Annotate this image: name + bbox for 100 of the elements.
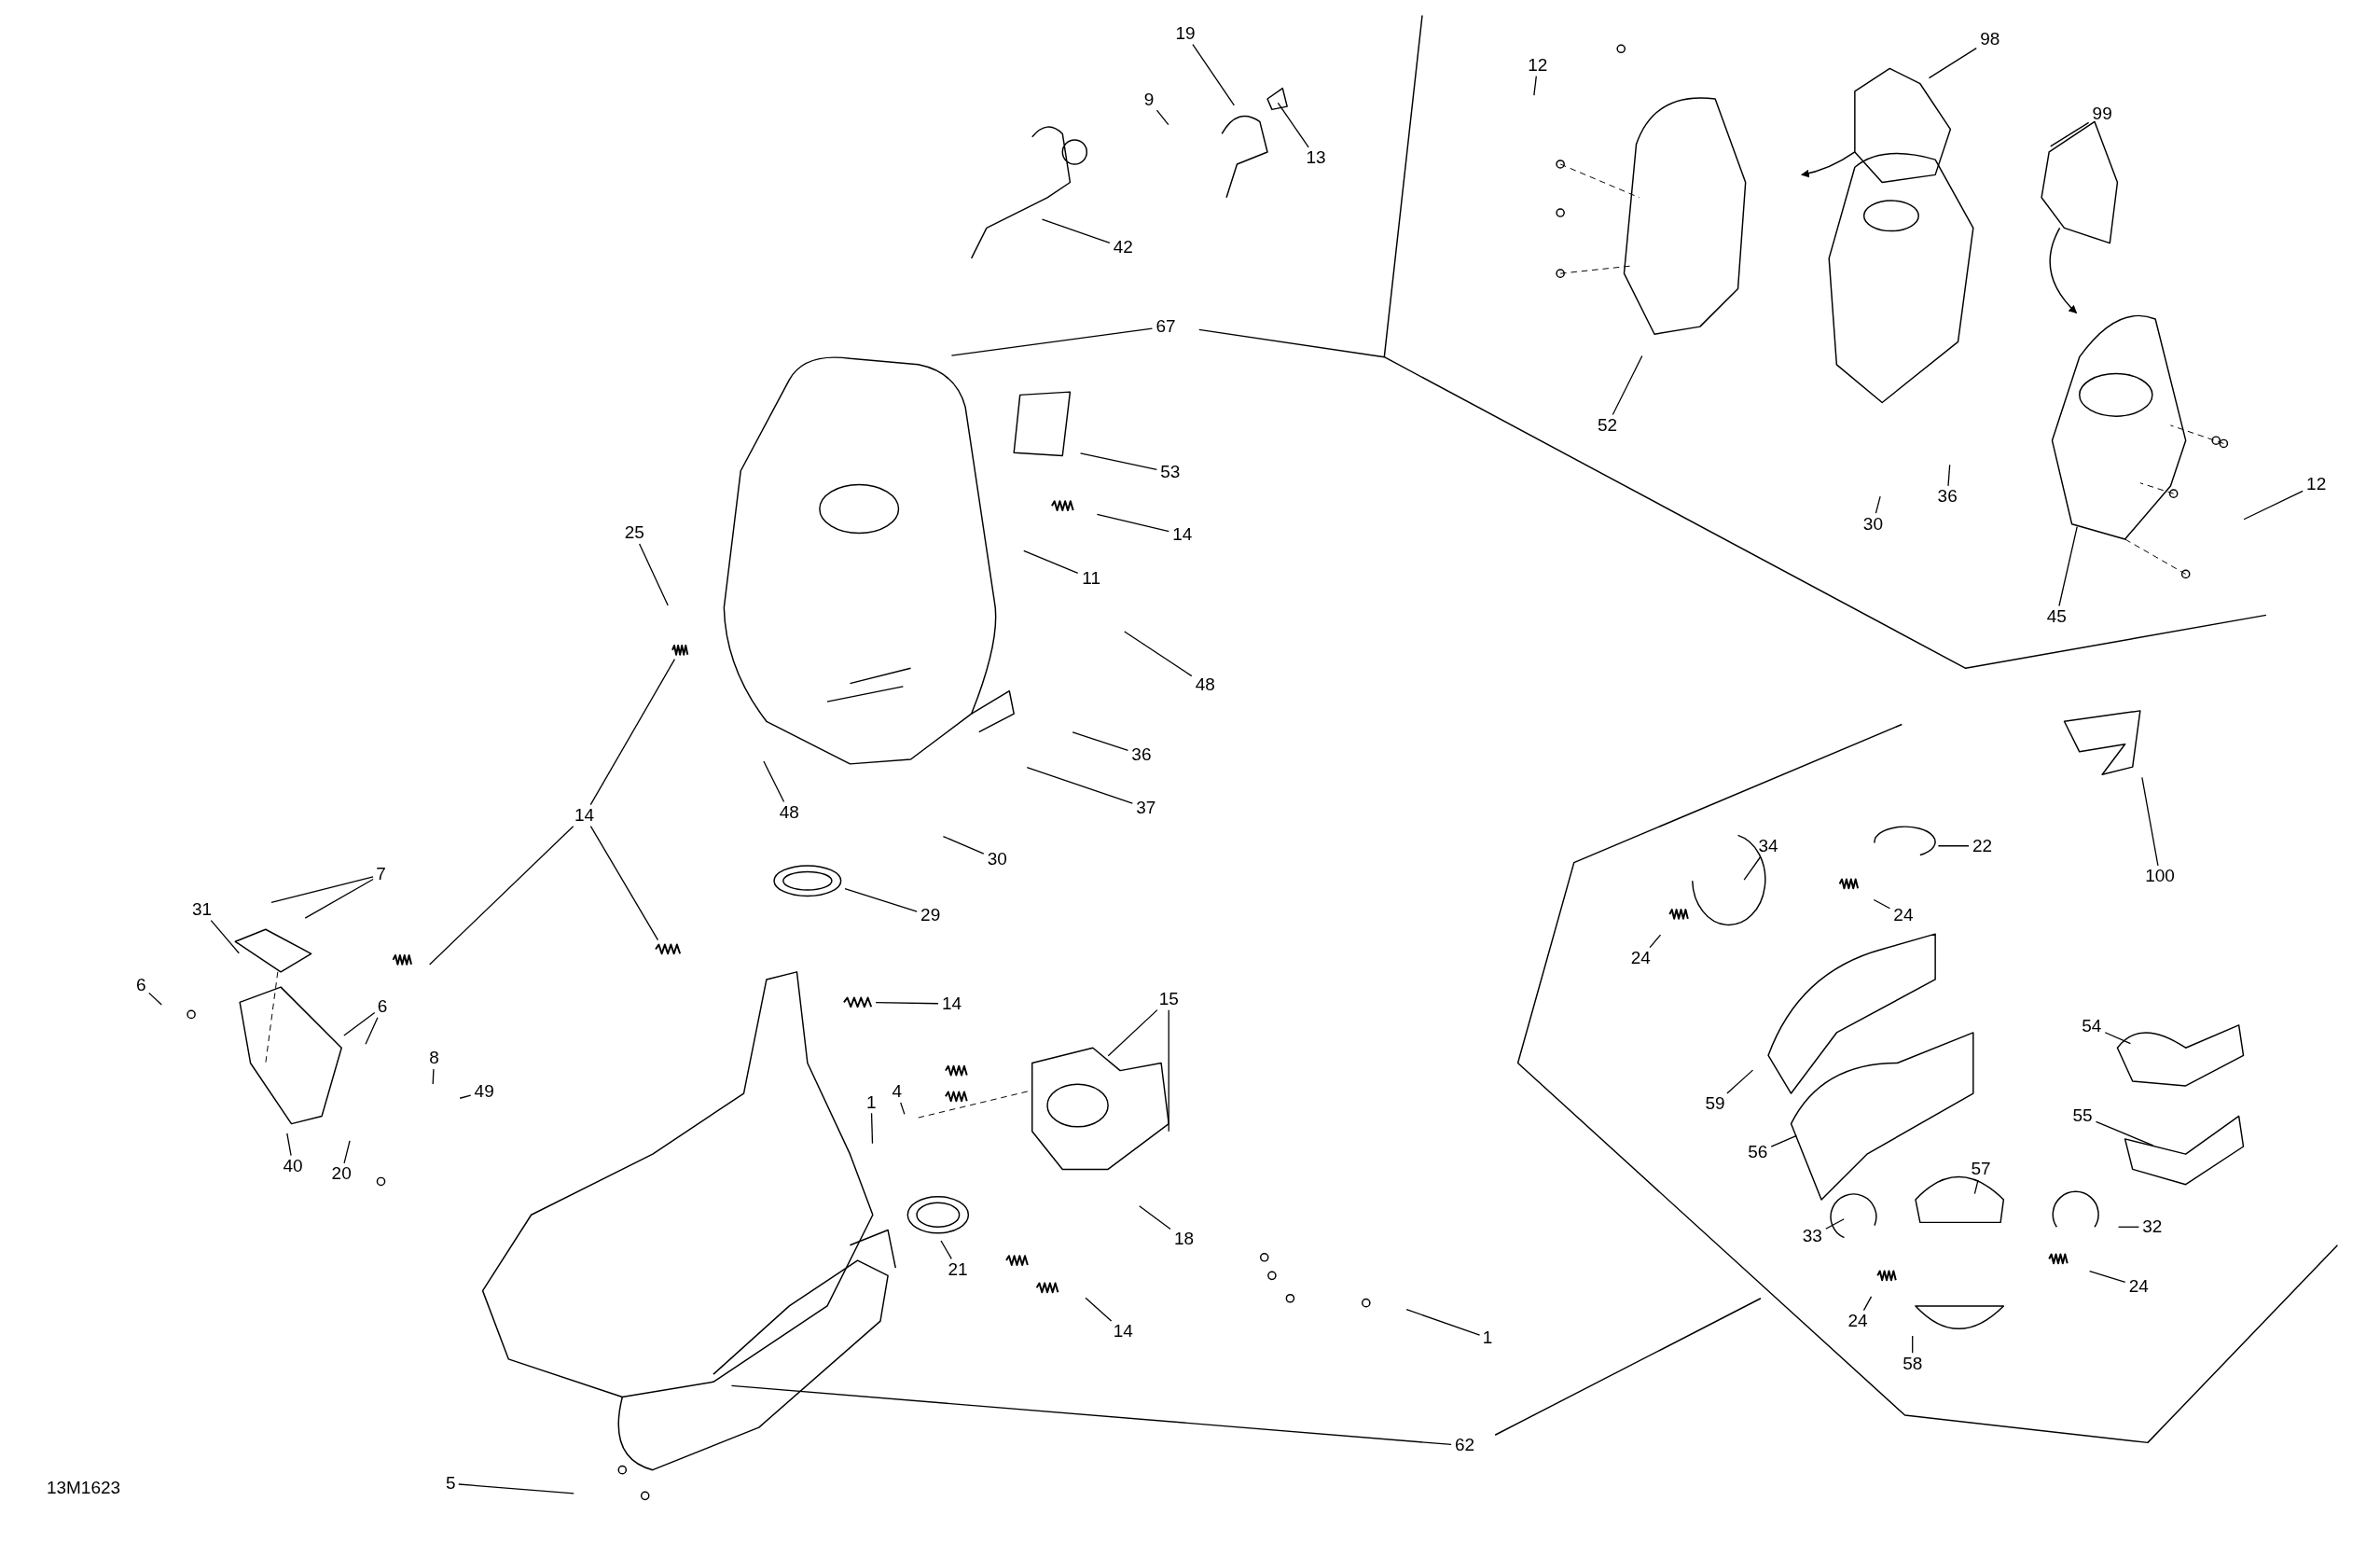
callout-number: 52 xyxy=(1598,414,1618,436)
leader-line xyxy=(429,826,574,966)
leader-line xyxy=(1139,1205,1171,1230)
leader-line xyxy=(1023,549,1079,574)
leader-line xyxy=(1168,1009,1169,1133)
leader-line xyxy=(304,878,374,919)
callout-number: 56 xyxy=(1748,1142,1768,1163)
callout-number: 20 xyxy=(331,1163,352,1185)
callout-number: 33 xyxy=(1802,1225,1822,1246)
callout-number: 36 xyxy=(1937,486,1958,507)
leader-line xyxy=(2243,490,2304,521)
leader-line xyxy=(2117,1226,2140,1228)
leader-line xyxy=(343,1011,376,1036)
leader-line xyxy=(210,919,240,954)
callout-number: 24 xyxy=(1893,905,1914,926)
leader-line xyxy=(2141,776,2159,867)
leader-line xyxy=(1072,731,1129,751)
leader-line xyxy=(2089,1270,2126,1283)
callout-number: 99 xyxy=(2092,104,2112,125)
callout-number: 11 xyxy=(1082,568,1101,590)
leader-line xyxy=(1085,1297,1113,1322)
callout-number: 8 xyxy=(429,1048,439,1069)
leader-line xyxy=(844,887,918,912)
callout-number: 12 xyxy=(2306,474,2327,495)
leader-line xyxy=(1937,845,1970,847)
leader-line xyxy=(1026,766,1133,804)
callout-number: 21 xyxy=(948,1258,968,1280)
callout-number: 5 xyxy=(446,1473,456,1494)
leader-line xyxy=(1277,102,1309,148)
callout-number: 30 xyxy=(987,849,1007,870)
leader-line xyxy=(1743,855,1762,881)
callout-number: 58 xyxy=(1903,1353,1923,1374)
leader-line xyxy=(870,1112,874,1145)
callout-number: 7 xyxy=(376,864,386,885)
leader-line xyxy=(1079,452,1157,470)
callout-number: 54 xyxy=(2082,1016,2102,1037)
leader-line xyxy=(1770,1134,1797,1147)
leader-line xyxy=(1107,1009,1158,1057)
callout-number: 14 xyxy=(574,805,595,826)
callout-number: 55 xyxy=(2072,1105,2093,1127)
callout-number: 1 xyxy=(1482,1327,1493,1348)
callout-number: 30 xyxy=(1862,513,1883,535)
callout-number: 57 xyxy=(1971,1159,1991,1180)
callout-number: 24 xyxy=(2128,1275,2149,1297)
leader-line xyxy=(1533,76,1537,96)
leader-line xyxy=(1041,218,1111,244)
leader-line xyxy=(875,1001,939,1005)
leader-line xyxy=(458,1483,574,1494)
leader-line xyxy=(2104,1032,2132,1045)
callout-number: 24 xyxy=(1847,1310,1868,1331)
leader-line xyxy=(950,327,1154,356)
callout-number: 42 xyxy=(1113,237,1133,258)
callout-number: 19 xyxy=(1175,22,1196,44)
callout-number: 62 xyxy=(1455,1435,1475,1456)
leader-line xyxy=(1912,1335,1914,1354)
callout-number: 4 xyxy=(892,1081,903,1103)
leader-line xyxy=(2058,526,2078,607)
leader-line xyxy=(1405,1309,1481,1336)
callout-number: 36 xyxy=(1131,744,1152,765)
leader-line xyxy=(1862,1296,1873,1312)
leader-line xyxy=(1873,898,1891,910)
leader-line xyxy=(286,1133,292,1157)
callout-number: 6 xyxy=(136,975,146,996)
leader-line xyxy=(2050,121,2090,147)
callout-number: 18 xyxy=(1173,1229,1195,1250)
leader-line xyxy=(1947,464,1951,487)
callout-number: 22 xyxy=(1972,835,1993,856)
callout-number: 14 xyxy=(1113,1321,1133,1342)
callout-number: 45 xyxy=(2046,605,2067,627)
leader-line xyxy=(1875,495,1881,514)
leader-line xyxy=(900,1102,906,1115)
callout-number: 9 xyxy=(1143,90,1155,111)
callout-number: 48 xyxy=(779,801,799,823)
leader-line xyxy=(589,659,676,806)
leader-line xyxy=(1612,354,1643,416)
leader-line xyxy=(940,1240,952,1259)
callout-number: 40 xyxy=(283,1155,303,1176)
leader-line xyxy=(432,1068,435,1085)
leader-line xyxy=(343,1140,351,1164)
leader-line xyxy=(589,826,659,941)
callout-number: 34 xyxy=(1758,835,1778,856)
drawing-number: 13M1623 xyxy=(46,1478,121,1498)
leader-line xyxy=(1649,934,1662,949)
callout-number: 13 xyxy=(1306,147,1326,169)
leader-line xyxy=(459,1094,472,1099)
leader-line xyxy=(763,760,785,803)
callout-number: 1 xyxy=(865,1091,877,1113)
callout-number: 25 xyxy=(624,522,644,544)
leader-line xyxy=(1825,1218,1845,1230)
callout-number: 98 xyxy=(1980,29,2000,50)
callout-number: 6 xyxy=(377,996,388,1018)
callout-number: 24 xyxy=(1630,948,1651,968)
leader-line xyxy=(1726,1069,1754,1094)
callout-number: 53 xyxy=(1160,462,1181,483)
callout-number: 37 xyxy=(1136,797,1156,818)
leader-line xyxy=(270,876,374,904)
leader-line xyxy=(1192,43,1235,106)
callout-number: 48 xyxy=(1195,674,1215,695)
callout-number: 59 xyxy=(1705,1093,1725,1115)
leader-line xyxy=(942,835,985,855)
